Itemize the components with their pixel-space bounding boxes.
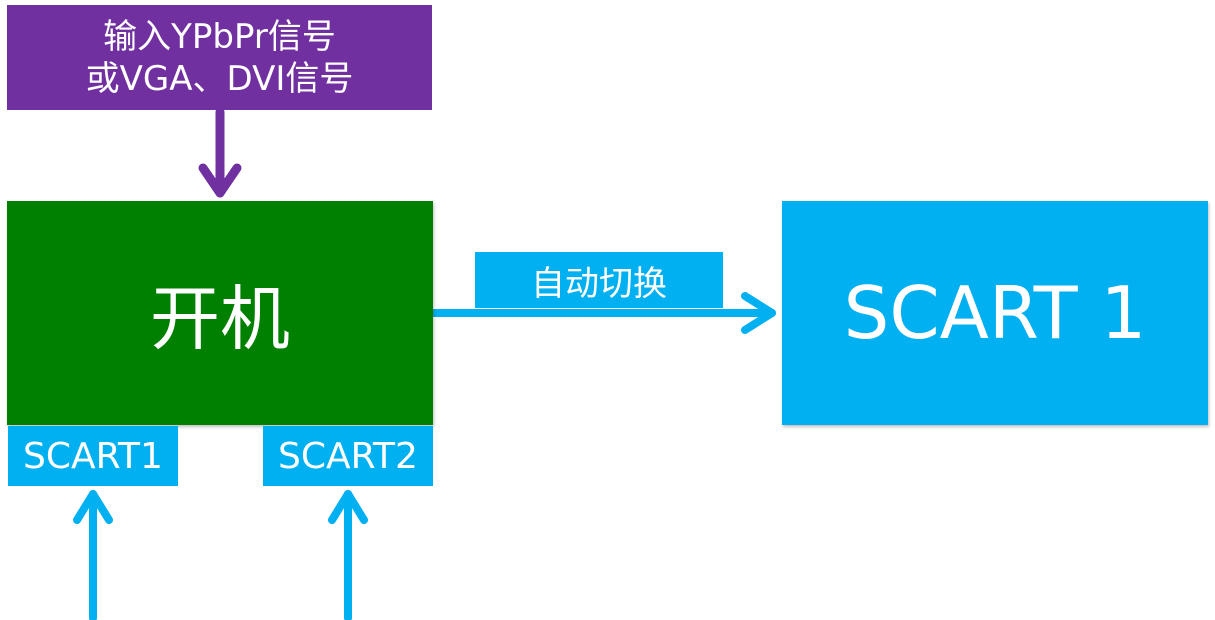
- power-on-box: 开机: [7, 201, 433, 425]
- auto-switch-label: 自动切换: [531, 263, 667, 304]
- scart1-port-label: SCART1: [23, 435, 163, 477]
- power-on-label: 开机: [150, 277, 290, 360]
- input-arrow: [198, 107, 242, 198]
- switch-arrow: [429, 292, 776, 334]
- input-signal-box: 输入YPbPr信号 或VGA、DVI信号: [7, 5, 432, 110]
- scart-output-box: SCART 1: [782, 201, 1208, 425]
- scart1-input-arrow: [73, 490, 113, 620]
- scart2-input-arrow: [328, 490, 368, 620]
- scart2-port-label: SCART2: [278, 435, 418, 477]
- scart1-port-tab: SCART1: [8, 426, 178, 486]
- input-signal-line2: 或VGA、DVI信号: [85, 58, 354, 99]
- input-signal-line1: 输入YPbPr信号: [103, 16, 336, 57]
- auto-switch-label-box: 自动切换: [475, 252, 723, 308]
- scart-output-label: SCART 1: [843, 271, 1147, 355]
- scart2-port-tab: SCART2: [263, 426, 433, 486]
